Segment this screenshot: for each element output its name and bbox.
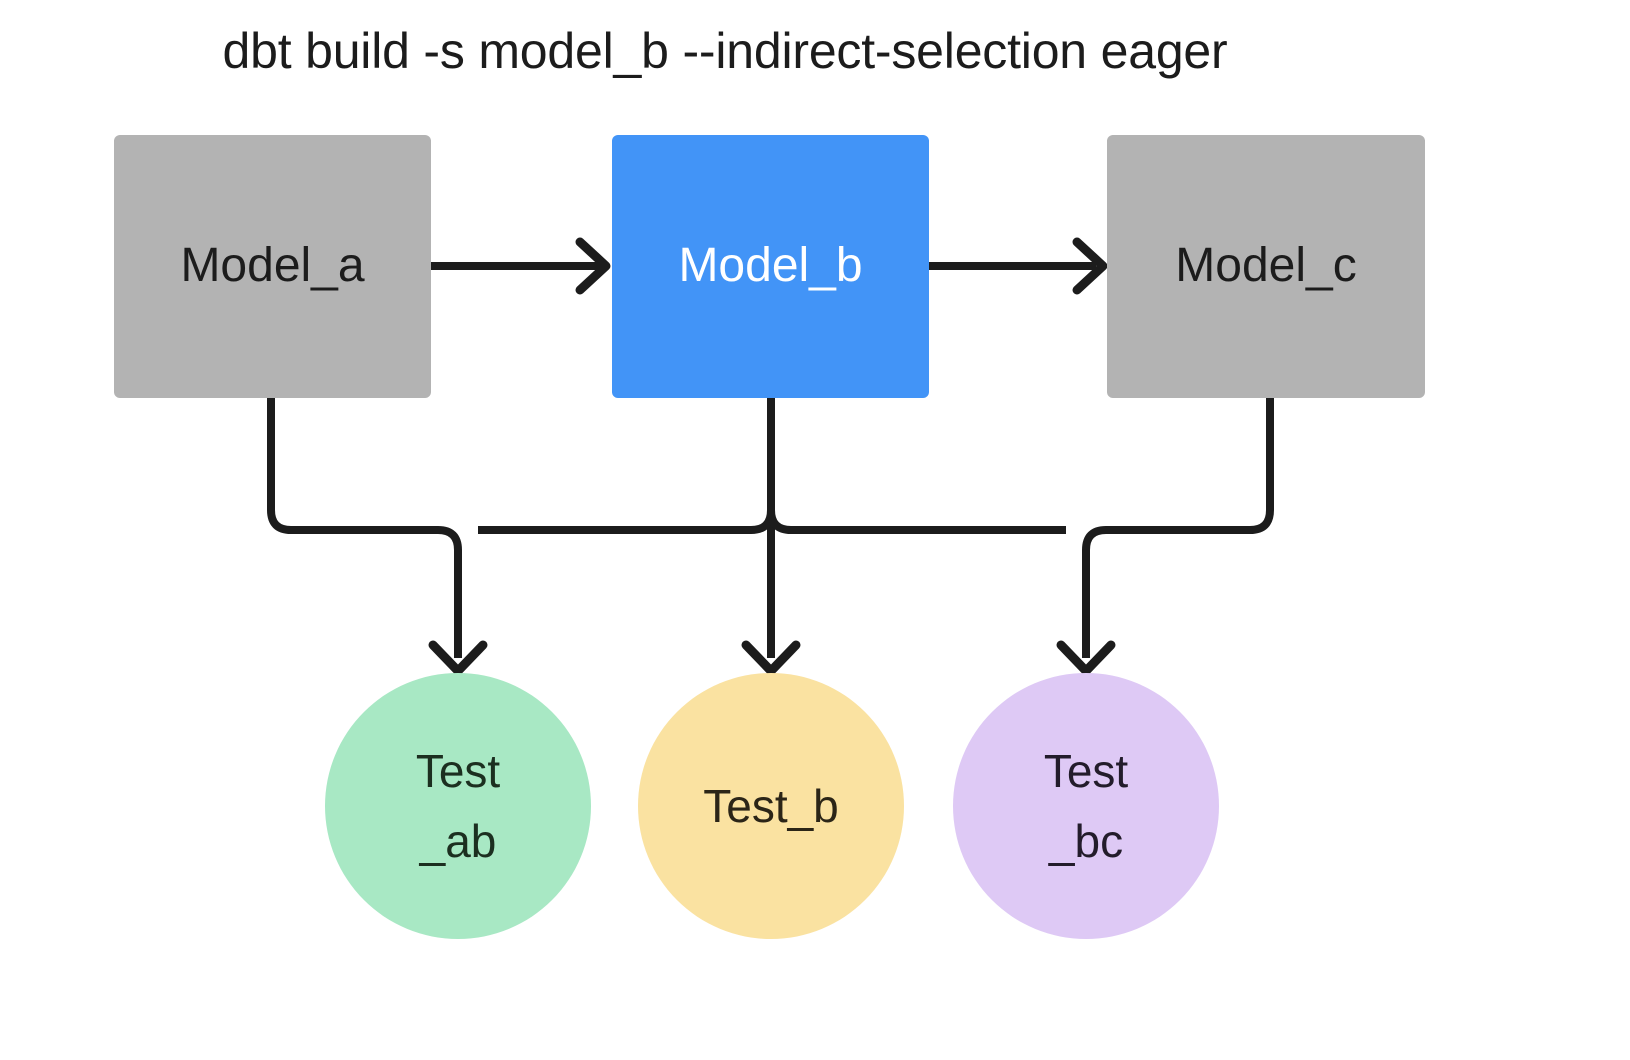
node-test-bc-label-line-2: _bc <box>1048 815 1124 867</box>
arrowhead-to-test-ab <box>428 640 488 676</box>
arrowhead-to-test-bc <box>1056 640 1116 676</box>
edge-model-a-drop <box>267 398 462 658</box>
diagram-title: dbt build -s model_b --indirect-selectio… <box>222 23 1228 79</box>
arrowhead-to-test-b <box>741 640 801 676</box>
node-test-bc[interactable]: Test _bc <box>953 673 1219 939</box>
node-test-b[interactable]: Test_b <box>638 673 904 939</box>
node-test-ab[interactable]: Test _ab <box>325 673 591 939</box>
node-test-ab-label-line-2: _ab <box>419 815 497 867</box>
arrowhead-to-model-b <box>575 237 611 295</box>
arrowhead-to-model-c <box>1072 237 1108 295</box>
node-model-b[interactable]: Model_b <box>612 135 929 398</box>
edge-model-b-to-test-bc <box>767 509 1066 534</box>
node-model-c[interactable]: Model_c <box>1107 135 1425 398</box>
node-test-b-label-line-1: Test_b <box>703 780 839 832</box>
node-model-c-label: Model_c <box>1175 239 1357 293</box>
edge-model-b-to-test-ab <box>478 509 775 534</box>
node-test-bc-label-line-1: Test <box>1043 745 1129 797</box>
node-test-ab-label-line-1: Test <box>415 745 501 797</box>
edge-model-c-drop <box>1082 398 1274 658</box>
node-model-a-label: Model_a <box>180 239 365 293</box>
node-model-b-label: Model_b <box>678 239 863 293</box>
node-model-a[interactable]: Model_a <box>114 135 431 398</box>
